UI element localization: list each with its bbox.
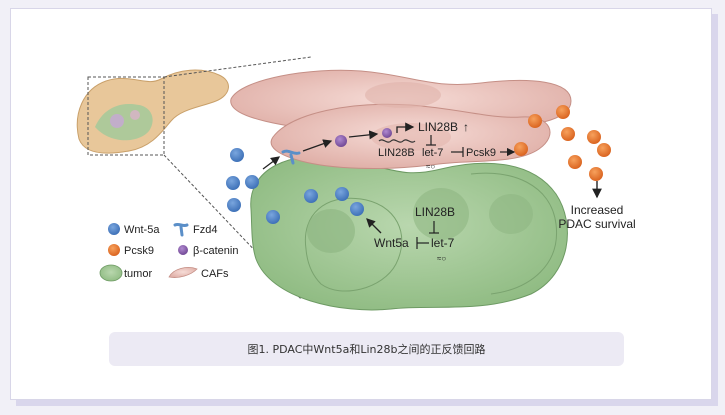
caf-lin28b-label: LIN28B	[378, 147, 415, 159]
pancreas-illustration	[76, 69, 229, 154]
caf-lin28b-up-label: LIN28B	[418, 120, 458, 134]
caf-cells	[230, 69, 572, 169]
legend-pcsk9-label: Pcsk9	[124, 245, 154, 257]
legend-tumor-label: tumor	[124, 268, 152, 280]
loop-icon: ≈○	[437, 254, 446, 263]
wnt5a-molecules	[226, 148, 364, 224]
legend-beta-catenin-swatch	[178, 245, 188, 255]
legend-beta-catenin-label: β-catenin	[193, 245, 238, 257]
legend-wnt5a-label: Wnt-5a	[124, 224, 160, 236]
fzd4-receptor-icon	[281, 149, 301, 165]
outcome-line2: PDAC survival	[558, 217, 635, 231]
caption-box: 图1. PDAC中Wnt5a和Lin28b之间的正反馈回路	[109, 332, 624, 366]
tumor-let7-label: let-7	[431, 236, 455, 250]
legend-fzd4-label: Fzd4	[193, 224, 217, 236]
loop-icon: ≈○	[426, 162, 435, 171]
up-arrow-icon: ↑	[463, 120, 469, 134]
legend-cafs-label: CAFs	[201, 268, 229, 280]
legend: Wnt-5a Fzd4 Pcsk9 β-catenin tumor CAFs	[99, 222, 238, 282]
outcome-line1: Increased	[571, 203, 624, 217]
dna-icon	[378, 139, 416, 143]
pathway-diagram: LIN28B ↑ LIN28B let-7 Pcsk9 ≈○ LIN28B Wn…	[76, 56, 636, 311]
caf-let7-label: let-7	[422, 147, 443, 159]
beta-catenin-molecule	[335, 135, 347, 147]
legend-pcsk9-swatch	[108, 244, 120, 256]
zoom-line-top	[163, 56, 312, 78]
caf-pcsk9-label: Pcsk9	[466, 147, 496, 159]
legend-cafs-swatch	[168, 267, 198, 278]
tumor-wnt5a-label: Wnt5a	[374, 236, 409, 250]
figure-card: LIN28B ↑ LIN28B let-7 Pcsk9 ≈○ LIN28B Wn…	[10, 8, 712, 400]
figure-caption: 图1. PDAC中Wnt5a和Lin28b之间的正反馈回路	[247, 343, 486, 356]
tumor-cells	[250, 155, 568, 311]
legend-wnt5a-swatch	[108, 223, 120, 235]
nuclear-beta-catenin	[382, 128, 392, 138]
legend-fzd4-icon	[173, 222, 189, 237]
legend-tumor-swatch	[99, 264, 123, 282]
pcsk9-molecules	[514, 105, 611, 181]
zoom-box	[87, 76, 165, 156]
tumor-lin28b-label: LIN28B	[415, 205, 455, 219]
